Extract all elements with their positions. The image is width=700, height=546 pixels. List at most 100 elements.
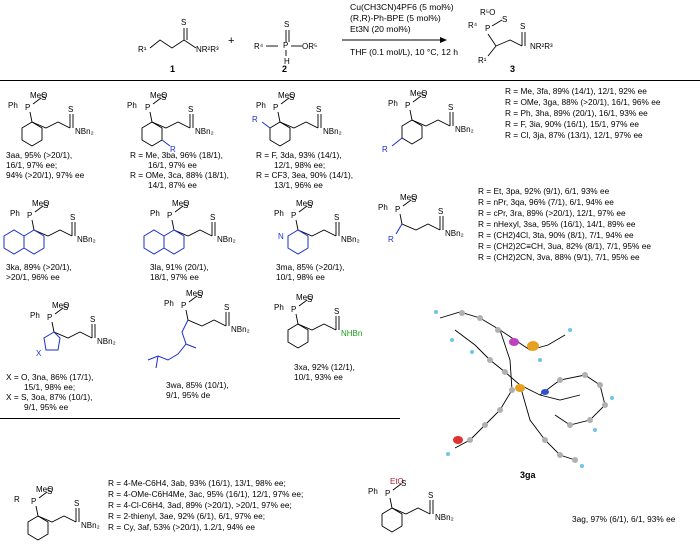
entry-3va: R = (CH2)2CN, 3va, 88% (9/1), 7/1, 95% e… (478, 252, 640, 262)
svg-text:S: S (161, 93, 166, 102)
svg-text:S: S (197, 291, 202, 300)
svg-text:X: X (36, 349, 42, 358)
entry-3af: R = Cy, 3af, 53% (>20/1), 1.2/1, 94% ee (108, 522, 255, 532)
svg-text:S: S (224, 303, 229, 312)
svg-text:S: S (307, 295, 312, 304)
svg-text:S: S (428, 491, 433, 500)
entry-3qa: R = nPr, 3qa, 96% (7/1), 6/1, 94% ee (478, 197, 614, 207)
entry-3da-line1: R = F, 3da, 93% (14/1), (256, 150, 342, 160)
svg-text:MeO: MeO (30, 91, 47, 100)
bottom-divider (0, 418, 400, 419)
svg-text:MeO: MeO (172, 199, 189, 208)
svg-text:R⁴: R⁴ (254, 42, 264, 51)
svg-text:S: S (47, 487, 52, 496)
svg-text:MeO: MeO (186, 289, 203, 298)
svg-text:P: P (273, 103, 278, 112)
svg-text:MeO: MeO (36, 485, 53, 494)
svg-text:NBn₂: NBn₂ (77, 235, 96, 244)
entry-3ba-line2: 16/1, 97% ee (148, 160, 197, 170)
svg-text:Ph: Ph (388, 99, 398, 108)
svg-text:S: S (70, 213, 75, 222)
svg-text:NBn₂: NBn₂ (81, 521, 100, 530)
svg-text:Ph: Ph (150, 209, 160, 218)
product-3: R⁵O R⁴ P S R¹ S NR²R³ (468, 8, 553, 65)
svg-text:R: R (170, 145, 176, 154)
svg-text:R: R (382, 145, 388, 154)
svg-text:S: S (181, 18, 186, 27)
svg-text:S: S (63, 303, 68, 312)
entry-3ca-line2: 14/1, 87% ee (148, 180, 197, 190)
svg-text:R⁴: R⁴ (468, 21, 478, 30)
entry-3ra: R = cPr, 3ra, 89% (>20/1), 12/1, 97% ee (478, 208, 626, 218)
entry-3ae: R = 2-thienyl, 3ae, 92% (6/1), 6/1, 97% … (108, 511, 266, 521)
entry-3la-line2: 18/1, 97% ee (150, 272, 199, 282)
entry-3na-line1: X = O, 3na, 86% (17/1), (6, 372, 94, 382)
entry-3xa-line1: 3xa, 92% (12/1), (294, 362, 355, 372)
entry-3ua: R = (CH2)2C≡CH, 3ua, 82% (8/1), 7/1, 95%… (478, 241, 651, 251)
svg-text:P: P (291, 211, 296, 220)
svg-text:S: S (421, 91, 426, 100)
svg-text:NBn₂: NBn₂ (217, 235, 236, 244)
svg-text:EtO: EtO (390, 477, 404, 486)
svg-text:NBn₂: NBn₂ (341, 235, 360, 244)
svg-text:S: S (520, 22, 525, 31)
entry-3wa-line1: 3wa, 85% (10/1), (166, 380, 229, 390)
entry-3ia: R = F, 3ia, 90% (16/1), 15/1, 97% ee (505, 119, 639, 129)
entry-3ea-line2: 13/1, 96% ee (274, 180, 323, 190)
xray-structure (434, 310, 614, 468)
svg-text:MeO: MeO (32, 199, 49, 208)
entry-3ma-line1: 3ma, 85% (>20/1), (276, 262, 345, 272)
label-compound-1: 1 (170, 64, 176, 74)
entry-3ga: R = OMe, 3ga, 88% (>20/1), 16/1, 96% ee (505, 97, 661, 107)
entry-3na-line2: 15/1, 98% ee; (24, 382, 76, 392)
entry-3da-line2: 12/1, 98% ee; (274, 160, 326, 170)
entry-3oa-line2: 9/1, 95% ee (24, 402, 69, 412)
top-divider (0, 80, 700, 81)
svg-text:S: S (289, 93, 294, 102)
entry-3pa: R = Et, 3pa, 92% (9/1), 6/1, 93% ee (478, 186, 610, 196)
svg-text:P: P (47, 313, 52, 322)
svg-text:MeO: MeO (150, 91, 167, 100)
entry-3ba-line1: R = Me, 3ba, 96% (18/1), (130, 150, 223, 160)
svg-text:MeO: MeO (410, 89, 427, 98)
svg-text:S: S (41, 93, 46, 102)
entry-3ta: R = (CH2)4Cl, 3ta, 90% (8/1), 7/1, 94% e… (478, 230, 634, 240)
label-compound-2: 2 (282, 64, 288, 74)
svg-text:P: P (395, 205, 400, 214)
svg-text:P: P (27, 211, 32, 220)
svg-text:S: S (74, 499, 79, 508)
svg-text:OR⁵: OR⁵ (302, 42, 317, 51)
reaction-conditions: THF (0.1 mol/L), 10 °C, 12 h (350, 47, 459, 57)
substrate-1: S NR²R³ R¹ (138, 18, 219, 54)
svg-text:R: R (388, 235, 394, 244)
svg-text:S: S (90, 315, 95, 324)
svg-text:Ph: Ph (8, 101, 18, 110)
entry-3ka-line2: >20/1, 96% ee (6, 272, 60, 282)
svg-text:NBn₂: NBn₂ (445, 229, 464, 238)
svg-text:S: S (401, 479, 406, 488)
entry-3ha: R = Ph, 3ha, 89% (20/1), 16/1, 93% ee (505, 108, 648, 118)
entry-3aa-line1: 3aa, 95% (>20/1), (6, 150, 73, 160)
svg-text:R¹: R¹ (138, 45, 147, 54)
svg-text:NBn₂: NBn₂ (323, 127, 342, 136)
entry-3ag: 3ag, 97% (6/1), 6/1, 93% ee (572, 514, 676, 524)
svg-text:S: S (183, 201, 188, 210)
svg-text:MeO: MeO (296, 199, 313, 208)
entry-3ka-line1: 3ka, 89% (>20/1), (6, 262, 72, 272)
entry-3ad: R = 4-Cl-C6H4, 3ad, 89% (>20/1), >20/1, … (108, 500, 292, 510)
xray-label: 3ga (520, 470, 536, 480)
svg-text:P: P (405, 101, 410, 110)
entry-3ca-line1: R = OMe, 3ca, 88% (18/1), (130, 170, 229, 180)
entry-3aa-line3: 94% (>20/1), 97% ee (6, 170, 85, 180)
plus-sign: + (228, 35, 235, 47)
svg-text:S: S (307, 201, 312, 210)
svg-text:NBn₂: NBn₂ (195, 127, 214, 136)
entry-3fa: R = Me, 3fa, 89% (14/1), 12/1, 92% ee (505, 86, 647, 96)
